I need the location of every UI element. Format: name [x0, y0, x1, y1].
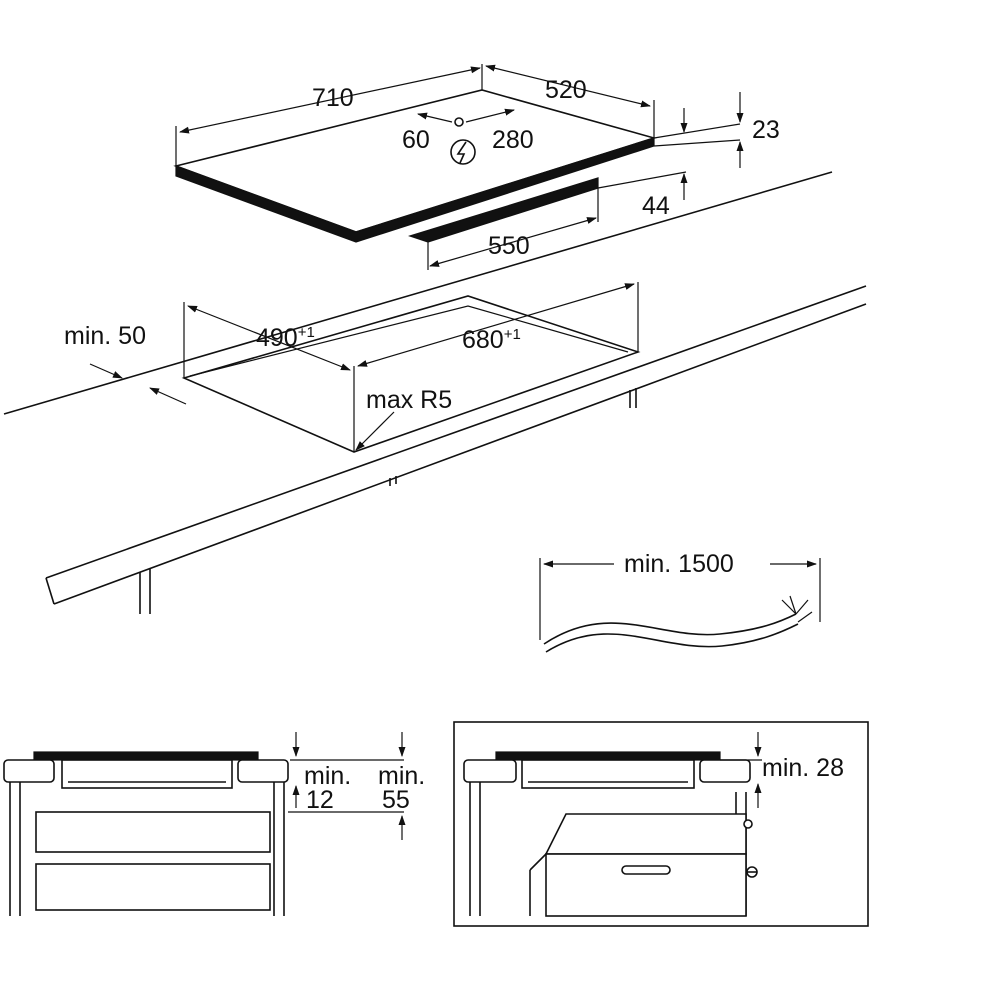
hob-glass-plate — [33, 751, 259, 761]
min-50-label: min. 50 — [64, 322, 146, 350]
drawer-1 — [35, 811, 271, 853]
clearance-12-label: min. — [304, 762, 351, 790]
side-view-drawers: min. 12 min. 55 — [3, 732, 425, 916]
max-r5-label: max R5 — [366, 386, 452, 414]
clearance-12-value: 12 — [306, 786, 334, 814]
worktop-drawing: 490+1 680+1 min. 50 max R5 — [3, 171, 867, 614]
dim-490-label: 490+1 — [256, 324, 315, 352]
dim-line-550 — [429, 217, 597, 267]
power-connection-icon — [450, 139, 476, 165]
hob-housing-right — [521, 759, 695, 789]
side-view-oven: min. 28 — [453, 721, 869, 927]
hob-housing — [61, 759, 233, 789]
dim-44-label: 44 — [642, 192, 670, 220]
worktop-left — [3, 759, 55, 783]
cable-drawing: min. 1500 — [539, 550, 821, 653]
worktop-right-right — [699, 759, 751, 783]
worktop-left-right — [463, 759, 517, 783]
hob-drawing: 710 520 60 280 23 44 550 — [173, 64, 780, 270]
dim-60-label: 60 — [402, 126, 430, 154]
dim-line-490 — [187, 305, 351, 371]
worktop-right — [237, 759, 289, 783]
power-cable — [543, 613, 797, 645]
oven-handle — [621, 865, 671, 875]
dim-line-680 — [357, 283, 635, 367]
clearance-55-value: 55 — [382, 786, 410, 814]
cutout-opening — [181, 295, 641, 453]
clearance-28-label: min. 28 — [762, 754, 844, 782]
dim-680-label: 680+1 — [462, 326, 521, 354]
dim-710-label: 710 — [312, 84, 354, 112]
dim-line-520 — [485, 64, 651, 108]
drawer-2 — [35, 863, 271, 911]
clearance-55-label: min. — [378, 762, 425, 790]
dim-550-label: 550 — [488, 232, 530, 260]
frame-border — [453, 721, 869, 927]
dim-280-label: 280 — [492, 126, 534, 154]
dim-23-label: 23 — [752, 116, 780, 144]
cable-length-label: min. 1500 — [624, 550, 734, 578]
dim-520-label: 520 — [545, 76, 587, 104]
hob-glass-plate-right — [495, 751, 721, 761]
dim-line-710 — [179, 66, 481, 134]
oven-unit — [544, 813, 747, 855]
